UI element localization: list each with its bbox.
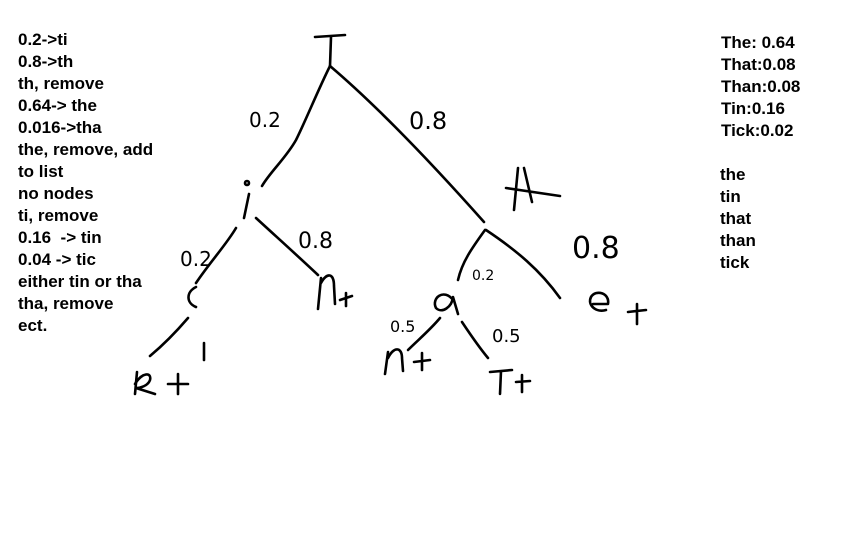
note-line: 0.16 -> tin xyxy=(18,228,102,247)
note-line: 0.04 -> tic xyxy=(18,250,96,269)
node-root-t xyxy=(313,33,347,68)
node-c xyxy=(187,285,198,309)
edge-root-to-i xyxy=(260,64,332,188)
search-trace-notes: 0.2->ti 0.8->th th, remove 0.64-> the 0.… xyxy=(18,29,153,337)
note-line: no nodes xyxy=(18,184,94,203)
node-e-end xyxy=(588,291,648,326)
node-t-end xyxy=(488,368,532,396)
note-line: 0.64-> the xyxy=(18,96,97,115)
note-line: either tin or tha xyxy=(18,272,142,291)
edge-c-to-k xyxy=(148,316,190,358)
edge-label: 0.8 xyxy=(572,231,620,266)
note-line: tha, remove xyxy=(18,294,114,313)
edge-root-to-h xyxy=(328,64,486,224)
result-word-list: the tin that than tick xyxy=(720,164,756,274)
edge-a-to-t xyxy=(460,320,490,360)
note-line: 0.8->th xyxy=(18,52,74,71)
edge-label: 0.2 xyxy=(472,268,494,284)
note-line: 0.016->tha xyxy=(18,118,102,137)
note-line: to list xyxy=(18,162,64,181)
result-word: than xyxy=(720,231,756,250)
note-line: ect. xyxy=(18,316,48,335)
note-line: th, remove xyxy=(18,74,104,93)
result-word: tin xyxy=(720,187,741,206)
edge-i-to-c xyxy=(194,226,238,285)
result-word: the xyxy=(720,165,746,184)
probability-line: Tick:0.02 xyxy=(721,121,794,140)
node-h xyxy=(504,166,562,212)
node-i xyxy=(242,179,251,220)
edge-i-to-n xyxy=(254,216,320,277)
edge-h-to-e xyxy=(484,228,562,300)
probability-line: The: 0.64 xyxy=(721,33,795,52)
note-line: the, remove, add xyxy=(18,140,154,159)
note-line: ti, remove xyxy=(18,206,99,225)
edge-label: 0.2 xyxy=(249,108,281,132)
word-probability-list: The: 0.64 That:0.08 Than:0.08 Tin:0.16 T… xyxy=(721,32,800,142)
probability-line: That:0.08 xyxy=(721,55,796,74)
edge-label: 0.5 xyxy=(390,317,415,336)
edge-label: 0.8 xyxy=(298,229,333,254)
result-word: that xyxy=(720,209,752,228)
edge-label: 0.2 xyxy=(180,247,212,271)
probability-line: Than:0.08 xyxy=(721,77,801,96)
result-word: tick xyxy=(720,253,750,272)
node-n-end xyxy=(383,348,432,376)
node-n-end xyxy=(316,274,354,311)
probability-line: Tin:0.16 xyxy=(721,99,785,118)
edge-label: 0.5 xyxy=(492,326,521,347)
note-line: 0.2->ti xyxy=(18,30,68,49)
node-k-end xyxy=(133,370,190,396)
edge-a-to-n xyxy=(406,316,442,352)
edge-label: 0.8 xyxy=(409,107,447,135)
node-a xyxy=(433,293,460,316)
edge-h-to-a xyxy=(456,228,487,282)
